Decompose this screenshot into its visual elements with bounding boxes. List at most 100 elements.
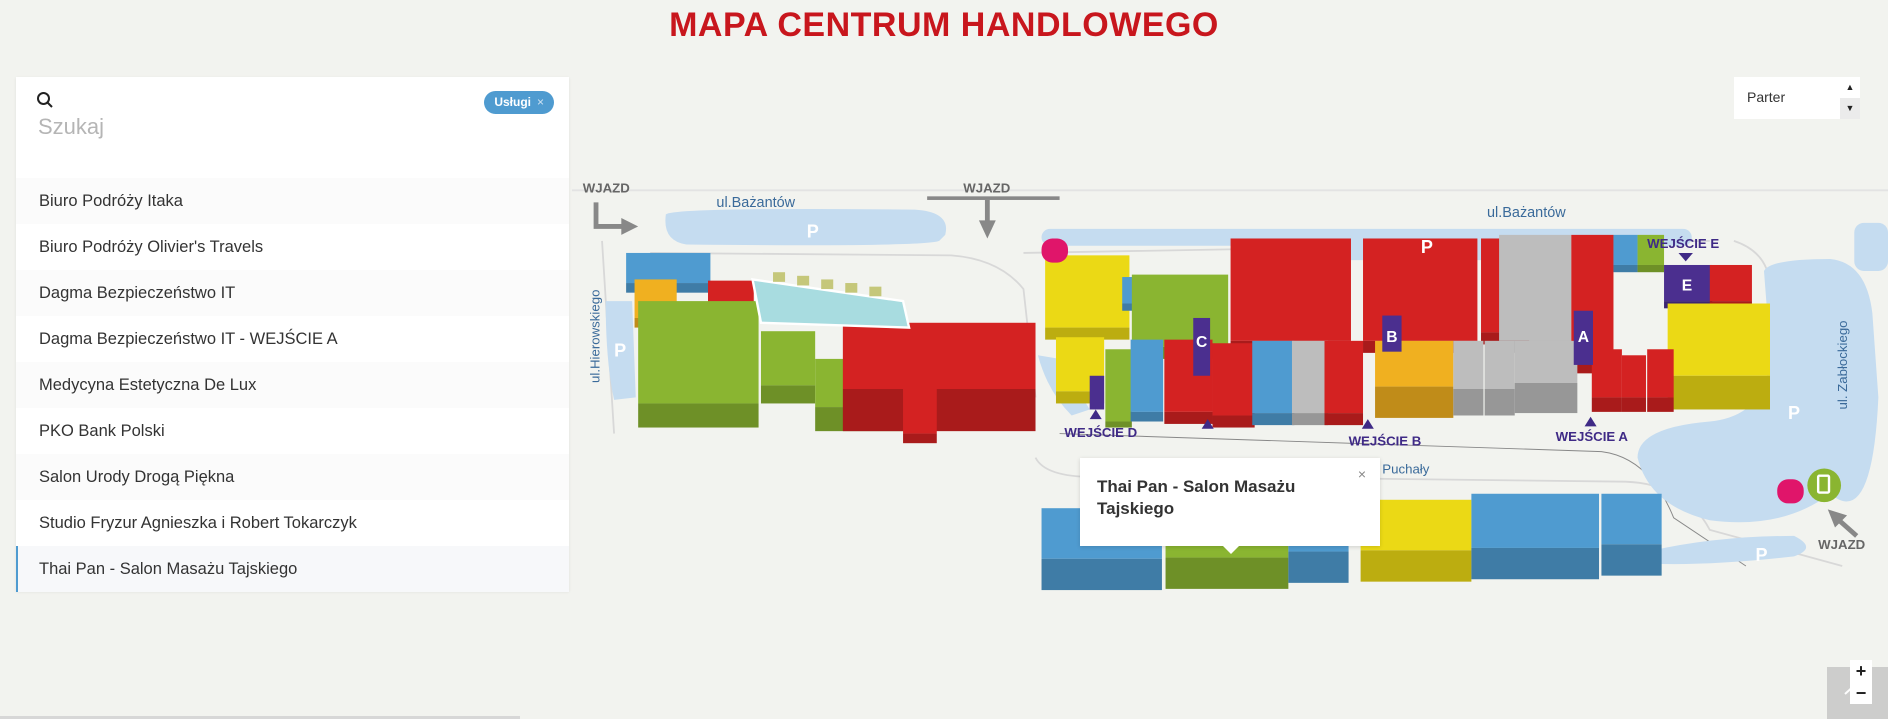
floor-select[interactable]: Parter ▲ ▼ xyxy=(1734,77,1860,119)
shop-unit[interactable] xyxy=(626,252,711,284)
list-item[interactable]: Medycyna Estetyczna De Lux xyxy=(16,362,569,408)
entrance-e-label: WEJŚCIE E xyxy=(1647,236,1719,251)
parking-label: P xyxy=(807,221,819,241)
shop-unit-facade xyxy=(842,389,1036,432)
list-item[interactable]: Salon Urody Drogą Piękna xyxy=(16,454,569,500)
shop-unit-facade xyxy=(1360,550,1472,582)
shop-unit[interactable] xyxy=(1647,349,1674,398)
page-title: MAPA CENTRUM HANDLOWEGO xyxy=(669,6,1219,44)
shop-unit[interactable] xyxy=(1212,343,1255,416)
shop-unit[interactable] xyxy=(1613,234,1638,265)
kiosk xyxy=(821,279,834,290)
shop-unit-facade xyxy=(1288,551,1349,583)
store-panel: Usługi× Biuro Podróży Itaka Biuro Podróż… xyxy=(16,77,569,592)
floor-up-icon[interactable]: ▲ xyxy=(1845,82,1855,92)
shop-unit[interactable] xyxy=(1601,493,1662,545)
shop-unit[interactable] xyxy=(1324,340,1364,414)
shop-unit-facade xyxy=(1212,415,1255,428)
shop-unit[interactable] xyxy=(842,322,1036,389)
shop-unit-facade xyxy=(1484,389,1515,416)
shop-unit[interactable] xyxy=(1667,303,1770,376)
kiosk xyxy=(773,272,786,282)
horizontal-scrollbar[interactable] xyxy=(0,716,520,719)
shop-unit[interactable] xyxy=(1514,340,1578,383)
popup-close-icon[interactable]: × xyxy=(1357,466,1366,482)
shop-unit[interactable] xyxy=(1252,340,1295,414)
shop-unit[interactable] xyxy=(1193,317,1211,376)
poi-marker[interactable] xyxy=(1777,479,1804,504)
ev-charging-icon[interactable] xyxy=(1807,468,1842,503)
shop-unit[interactable] xyxy=(1131,274,1229,347)
search-icon[interactable] xyxy=(36,91,54,109)
search-area: Usługi× xyxy=(16,77,569,178)
shop-unit-facade xyxy=(1324,413,1364,426)
floor-value: Parter xyxy=(1747,89,1786,105)
parking-label: P xyxy=(1788,403,1800,423)
plaza xyxy=(751,277,911,329)
wjazd-label: WJAZD xyxy=(583,181,630,196)
street-label: ul.Bażantów xyxy=(716,195,795,211)
entrance-letter-b: B xyxy=(1386,329,1397,346)
shop-unit[interactable] xyxy=(1499,234,1572,341)
poi-marker[interactable] xyxy=(1041,238,1069,263)
list-item-selected[interactable]: Thai Pan - Salon Masażu Tajskiego xyxy=(16,546,569,592)
store-popup: Thai Pan - Salon Masażu Tajskiego × xyxy=(1080,458,1380,554)
list-item[interactable]: Dagma Bezpieczeństwo IT - WEJŚCIE A xyxy=(16,316,569,362)
shop-unit-facade xyxy=(1165,557,1289,589)
floor-down-icon[interactable]: ▼ xyxy=(1840,98,1860,119)
shop-unit-facade xyxy=(1105,421,1132,428)
popup-title: Thai Pan - Salon Masażu Tajskiego xyxy=(1097,477,1296,518)
shop-unit-facade xyxy=(1591,397,1622,412)
list-item[interactable]: Dagma Bezpieczeństwo IT xyxy=(16,270,569,316)
shop-unit[interactable] xyxy=(1045,255,1130,328)
shop-unit-facade xyxy=(1667,375,1770,410)
shop-unit[interactable] xyxy=(1130,339,1164,412)
shop-unit[interactable] xyxy=(1591,349,1622,398)
store-list: Biuro Podróży Itaka Biuro Podróży Olivie… xyxy=(16,178,569,592)
list-item[interactable]: Biuro Podróży Olivier's Travels xyxy=(16,224,569,270)
shop-unit[interactable] xyxy=(1471,493,1600,548)
shop-unit[interactable] xyxy=(1230,238,1351,341)
shop-unit[interactable] xyxy=(760,331,816,386)
entrance-a-label: WEJŚCIE A xyxy=(1556,429,1629,444)
shop-unit-facade xyxy=(1613,264,1638,273)
search-input[interactable] xyxy=(36,113,440,141)
list-item[interactable]: Biuro Podróży Itaka xyxy=(16,178,569,224)
shop-unit-facade xyxy=(1291,413,1329,426)
shop-unit-facade xyxy=(1041,558,1162,591)
shop-unit-facade xyxy=(1647,397,1674,412)
street-label: ul.Hierowskiego xyxy=(588,290,603,383)
shop-unit[interactable] xyxy=(1382,315,1402,352)
shop-unit-facade xyxy=(1130,411,1164,422)
shop-unit[interactable] xyxy=(1709,264,1752,302)
shop-unit[interactable] xyxy=(1573,310,1593,365)
wjazd-label: WJAZD xyxy=(963,181,1010,196)
entrance-b-label: WEJŚCIE B xyxy=(1349,434,1422,449)
shop-unit[interactable] xyxy=(1453,340,1484,389)
shop-unit-facade xyxy=(1375,386,1454,418)
entrance-letter-c: C xyxy=(1196,334,1207,351)
filter-chip-uslugi[interactable]: Usługi× xyxy=(484,91,554,114)
kiosk xyxy=(869,286,882,297)
shop-unit[interactable] xyxy=(1291,340,1329,414)
list-item[interactable]: Studio Fryzur Agnieszka i Robert Tokarcz… xyxy=(16,500,569,546)
shop-unit[interactable] xyxy=(903,387,937,434)
zoom-out-button[interactable]: − xyxy=(1850,682,1872,704)
zoom-in-button[interactable]: + xyxy=(1850,660,1872,682)
shop-unit[interactable] xyxy=(1105,349,1132,422)
list-item[interactable]: PKO Bank Polski xyxy=(16,408,569,454)
entrance-d-label: WEJŚCIE D xyxy=(1064,425,1137,440)
street-label: Puchały xyxy=(1382,461,1429,476)
shop-unit[interactable] xyxy=(1484,340,1515,389)
shop-unit[interactable] xyxy=(1089,375,1105,410)
entrance-letter-a: A xyxy=(1578,329,1589,346)
shop-unit[interactable] xyxy=(1621,355,1646,398)
shop-unit[interactable] xyxy=(638,301,759,404)
shop-unit-facade xyxy=(1164,411,1213,424)
entrance-letter-e: E xyxy=(1682,277,1692,294)
shop-unit[interactable] xyxy=(1637,234,1665,265)
shop-unit-facade xyxy=(1601,544,1662,576)
chip-close-icon[interactable]: × xyxy=(536,95,544,109)
shop-unit[interactable] xyxy=(1363,238,1478,341)
shop-unit[interactable] xyxy=(1664,264,1713,302)
